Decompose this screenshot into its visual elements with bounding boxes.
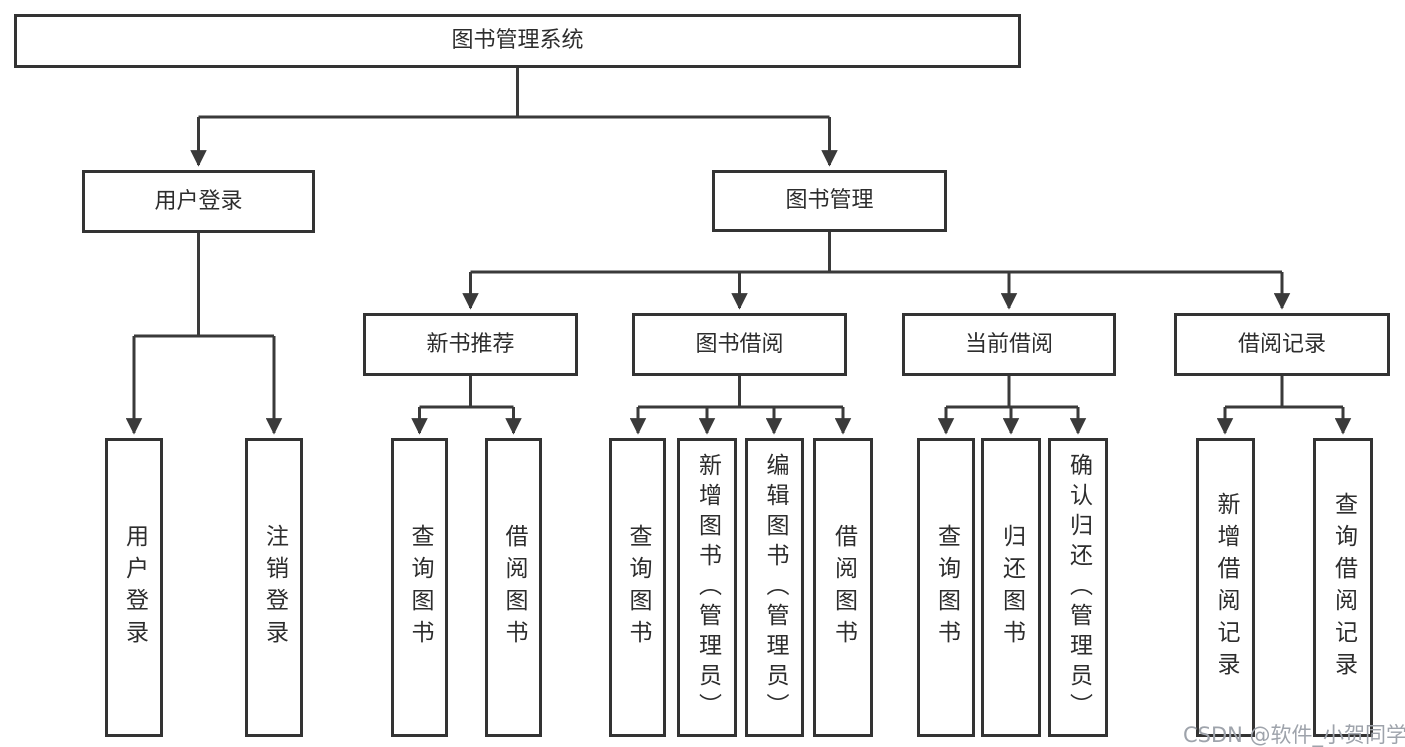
leaf-borrow-book-label: 借阅图书 bbox=[830, 523, 857, 652]
leaf-edit-book-admin-label: 编辑图书（管理员） bbox=[762, 452, 788, 723]
leaf-recommend-borrow-book: 借阅图书 bbox=[485, 438, 542, 737]
leaf-current-query-book: 查询图书 bbox=[917, 438, 975, 737]
node-book-borrow: 图书借阅 bbox=[632, 313, 847, 376]
node-new-book-recommend: 新书推荐 bbox=[363, 313, 578, 376]
leaf-recommend-query-book: 查询图书 bbox=[391, 438, 448, 737]
leaf-borrow-query-book: 查询图书 bbox=[609, 438, 666, 737]
leaf-borrow-query-book-label: 查询图书 bbox=[625, 523, 651, 652]
node-book-management: 图书管理 bbox=[712, 170, 947, 232]
node-user-login-label: 用户登录 bbox=[154, 188, 243, 214]
leaf-add-borrow-record-label: 新增借阅记录 bbox=[1213, 491, 1239, 684]
node-user-login: 用户登录 bbox=[82, 170, 315, 233]
leaf-recommend-query-book-label: 查询图书 bbox=[407, 523, 433, 652]
leaf-add-borrow-record: 新增借阅记录 bbox=[1196, 438, 1255, 737]
node-book-management-label: 图书管理 bbox=[785, 188, 874, 213]
leaf-add-book-admin-label: 新增图书（管理员） bbox=[694, 452, 721, 723]
leaf-return-book: 归还图书 bbox=[981, 438, 1041, 737]
node-current-borrow-label: 当前借阅 bbox=[964, 331, 1053, 357]
leaf-user-login: 用户登录 bbox=[105, 438, 163, 737]
leaf-borrow-book: 借阅图书 bbox=[813, 438, 873, 737]
node-current-borrow: 当前借阅 bbox=[902, 313, 1116, 376]
leaf-edit-book-admin: 编辑图书（管理员） bbox=[745, 438, 804, 737]
leaf-return-book-label: 归还图书 bbox=[998, 523, 1025, 652]
leaf-query-borrow-record: 查询借阅记录 bbox=[1313, 438, 1373, 737]
leaf-logout-label: 注销登录 bbox=[261, 523, 288, 652]
node-root: 图书管理系统 bbox=[14, 14, 1021, 68]
leaf-confirm-return-admin: 确认归还（管理员） bbox=[1048, 438, 1108, 737]
node-book-borrow-label: 图书借阅 bbox=[695, 331, 784, 357]
leaf-user-login-label: 用户登录 bbox=[121, 523, 148, 652]
leaf-query-borrow-record-label: 查询借阅记录 bbox=[1330, 491, 1357, 684]
leaf-current-query-book-label: 查询图书 bbox=[933, 523, 960, 652]
node-root-label: 图书管理系统 bbox=[451, 28, 584, 53]
node-borrow-record-label: 借阅记录 bbox=[1237, 331, 1326, 357]
node-new-book-recommend-label: 新书推荐 bbox=[426, 331, 515, 357]
leaf-add-book-admin: 新增图书（管理员） bbox=[677, 438, 737, 737]
node-borrow-record: 借阅记录 bbox=[1174, 313, 1390, 376]
leaf-confirm-return-admin-label: 确认归还（管理员） bbox=[1065, 452, 1092, 723]
leaf-logout: 注销登录 bbox=[245, 438, 303, 737]
leaf-recommend-borrow-book-label: 借阅图书 bbox=[501, 523, 527, 652]
